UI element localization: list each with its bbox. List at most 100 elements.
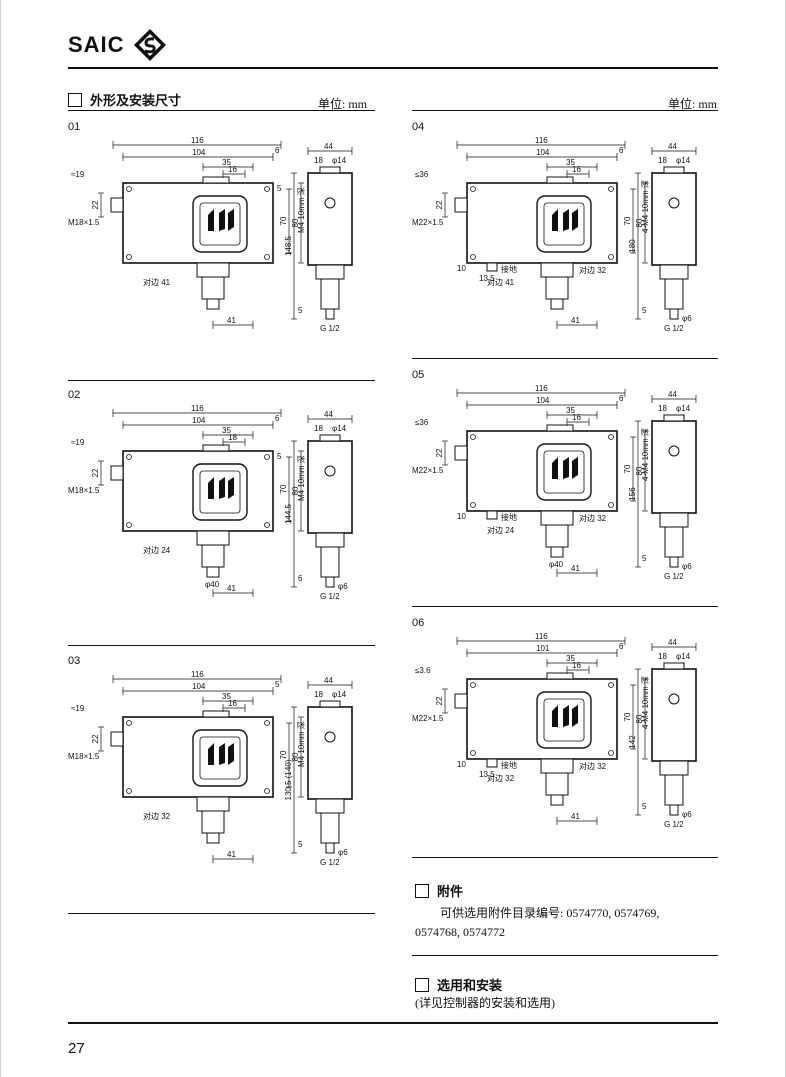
connector-body (545, 772, 569, 796)
side-s-label: 5 (642, 802, 647, 811)
side-s-label: 5 (298, 306, 303, 315)
side-a-label: 18 (314, 156, 323, 165)
checkbox-square-icon (68, 92, 82, 107)
ground-terminal-icon (486, 262, 498, 272)
height-a-label: 70 (279, 750, 288, 759)
side-port-icon (668, 693, 680, 705)
height-b-label: 80 (291, 752, 300, 761)
width-c-label: 6 (619, 394, 624, 403)
hex-nut (196, 796, 230, 812)
unit-label-left: 单位: mm (318, 97, 368, 111)
left-height-label: 22 (91, 734, 100, 743)
cable-gland (454, 445, 468, 461)
left-offset-label: ≤36 (415, 418, 429, 427)
side-s-label: 6 (298, 574, 303, 583)
screw-icon (608, 186, 614, 192)
bottom-diameter-label: φ40 (205, 580, 220, 589)
screw-icon (126, 454, 132, 460)
width-b-label: 18 (228, 433, 237, 442)
width-body-label: 104 (192, 682, 206, 691)
divider (68, 645, 375, 646)
divider (412, 857, 718, 858)
width-b-label: 16 (572, 413, 581, 422)
connector-tip (206, 566, 220, 578)
variant-number: 01 (68, 121, 80, 133)
side-rod-label: 4-M4 10mm 深 (641, 676, 650, 729)
variant-number: 06 (412, 617, 424, 629)
side-width-label: 44 (324, 676, 333, 685)
scale-marks-icon (208, 209, 234, 231)
selection-note: (详见控制器的安装和选用) (415, 996, 555, 1010)
nut-label: 对边 32 (487, 773, 515, 783)
side-width-label: 44 (324, 142, 333, 151)
connector-body (545, 524, 569, 548)
side-height-label: 142 (628, 735, 637, 749)
ground-height-label: 10 (457, 760, 466, 769)
width-a-label: 35 (566, 406, 575, 415)
side-cap (663, 662, 685, 670)
thread-label: M18×1.5 (68, 486, 100, 495)
variant-number: 05 (412, 369, 424, 381)
width-a-label: 35 (222, 692, 231, 701)
saic-emblem-icon (133, 29, 166, 61)
side-height-label: 148.5 (284, 235, 293, 256)
accessories-line-2: 0574768, 0574772 (415, 925, 505, 939)
side-b-label: φ14 (332, 156, 347, 165)
width-body-label: 104 (192, 148, 206, 157)
screw-icon (264, 254, 270, 260)
header-rule (68, 67, 718, 69)
side-thread-label: G 1/2 (320, 592, 340, 601)
height-a-label: 70 (623, 712, 632, 721)
scale-marks-icon (208, 743, 234, 765)
width-total-label: 116 (535, 632, 548, 641)
connector-tip (550, 298, 564, 310)
connector-body (201, 544, 225, 568)
hex-nut (196, 262, 230, 278)
screw-icon (264, 454, 270, 460)
side-connector (320, 546, 340, 578)
hex-nut (540, 758, 574, 774)
width-c-label: 6 (275, 414, 280, 423)
side-s-label: 5 (642, 306, 647, 315)
side-tip (669, 308, 679, 320)
screw-icon (470, 502, 476, 508)
dimensions-title: 外形及安装尺寸 (90, 93, 182, 108)
hex-nut (540, 262, 574, 278)
connector-tip (550, 546, 564, 558)
screw-icon (264, 720, 270, 726)
ground-dim-label: 13.5 (479, 770, 495, 779)
adjust-screw-cap (546, 176, 574, 184)
side-rod-label: 4-M4 10mm 深 (641, 180, 650, 233)
side-port-icon (668, 197, 680, 209)
side-d-label: φ6 (682, 810, 692, 819)
side-cap (319, 434, 341, 442)
variant-number: 02 (68, 389, 80, 401)
ground-terminal-icon (486, 758, 498, 768)
screw-icon (470, 682, 476, 688)
side-b-label: φ14 (676, 652, 691, 661)
side-d-label: φ6 (682, 314, 692, 323)
connector-tip (550, 794, 564, 806)
screw-icon (608, 750, 614, 756)
side-connector (664, 526, 684, 558)
side-cap (663, 414, 685, 422)
connector-body (545, 276, 569, 300)
side-thread-label: G 1/2 (320, 858, 340, 867)
adjust-screw-cap (202, 176, 230, 184)
side-cap (663, 166, 685, 174)
width-total-label: 116 (191, 136, 204, 145)
side-s-label: 5 (642, 554, 647, 563)
side-d-label: φ6 (338, 582, 348, 591)
